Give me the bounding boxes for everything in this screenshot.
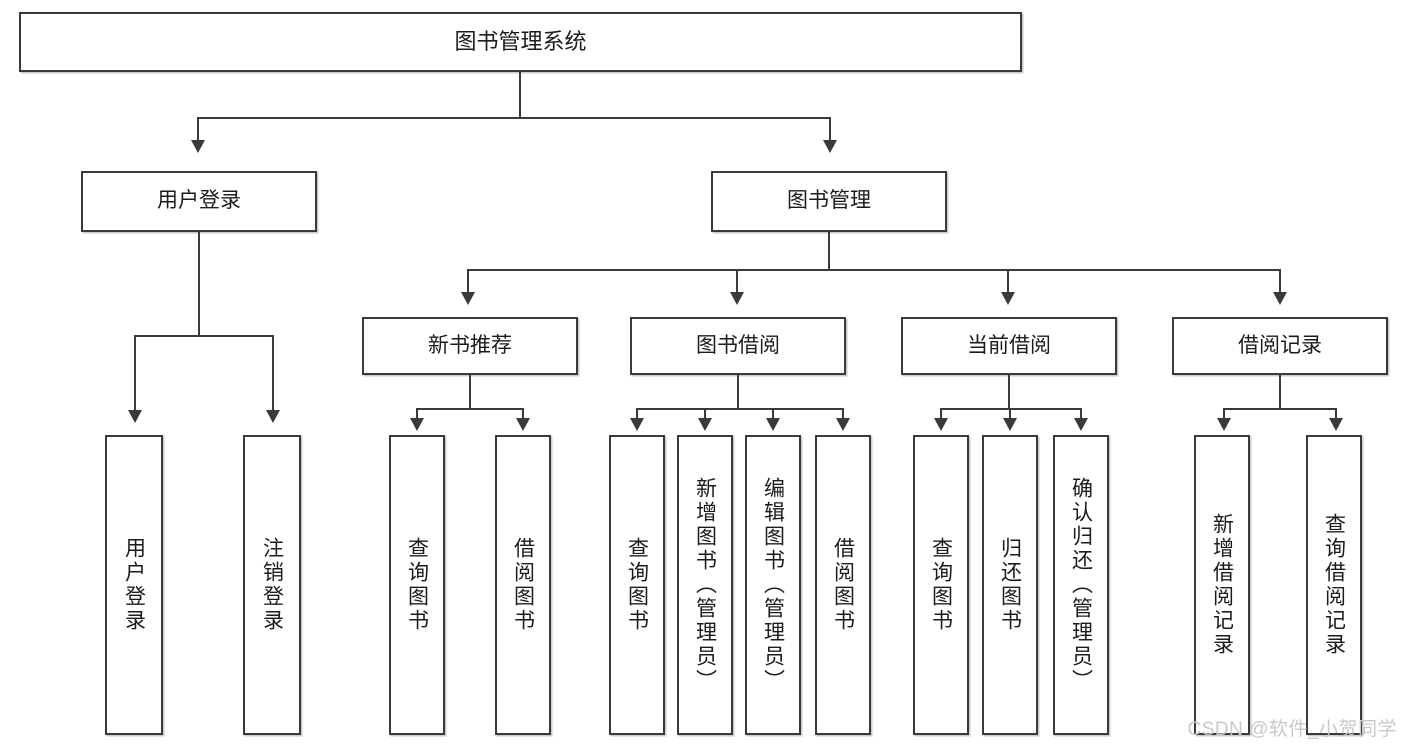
connector-current-borrow-drop-3 xyxy=(1080,408,1082,420)
node-book-borrow[interactable]: 图书借阅 xyxy=(630,317,846,375)
connector-borrow-record-drop-1 xyxy=(1223,408,1225,420)
csdn-watermark: CSDN @软件_小贺同学 xyxy=(1187,719,1397,740)
arrowhead-leaf-borrow-book-2 xyxy=(836,418,850,431)
connector-user-login-stem xyxy=(198,232,200,336)
connector-current-borrow-bus xyxy=(940,408,1082,410)
arrowhead-leaf-borrow-book-1 xyxy=(516,418,530,431)
arrowhead-user-login xyxy=(191,140,205,153)
arrowhead-leaf-query-book-2 xyxy=(630,418,644,431)
connector-new-book-rec-drop-2 xyxy=(522,408,524,420)
arrowhead-leaf-logout xyxy=(266,410,280,423)
node-book-borrow-label: 图书借阅 xyxy=(696,333,780,357)
connector-book-borrow-drop-2 xyxy=(704,408,706,420)
node-root[interactable]: 图书管理系统 xyxy=(19,12,1022,72)
leaf-confirm-return[interactable]: 确认归还（管理员） xyxy=(1053,435,1109,735)
arrowhead-leaf-add-book xyxy=(698,418,712,431)
connector-new-book-rec-bus xyxy=(416,408,524,410)
leaf-confirm-return-label: 确认归还（管理员） xyxy=(1069,477,1093,693)
connector-book-borrow-drop-3 xyxy=(772,408,774,420)
arrowhead-book-borrow xyxy=(730,292,744,305)
node-borrow-record-label: 借阅记录 xyxy=(1238,333,1322,357)
leaf-return-book-label: 归还图书 xyxy=(998,537,1022,633)
connector-book-manage-drop-4 xyxy=(1279,269,1281,295)
connector-current-borrow-stem xyxy=(1008,375,1010,409)
leaf-query-book-3-label: 查询图书 xyxy=(929,537,953,633)
leaf-logout-label: 注销登录 xyxy=(260,537,284,633)
node-user-login[interactable]: 用户登录 xyxy=(81,171,317,232)
leaf-borrow-book-1-label: 借阅图书 xyxy=(511,537,535,633)
connector-current-borrow-drop-2 xyxy=(1009,408,1011,420)
leaf-borrow-book-2-label: 借阅图书 xyxy=(831,537,855,633)
leaf-query-book-2-label: 查询图书 xyxy=(625,537,649,633)
connector-book-borrow-bus xyxy=(636,408,844,410)
node-book-manage-label: 图书管理 xyxy=(787,189,871,213)
arrowhead-leaf-query-book-3 xyxy=(934,418,948,431)
node-user-login-label: 用户登录 xyxy=(157,189,241,213)
leaf-query-record-label: 查询借阅记录 xyxy=(1322,513,1346,657)
arrowhead-leaf-return-book xyxy=(1003,418,1017,431)
connector-borrow-record-bus xyxy=(1223,408,1337,410)
arrowhead-new-book-rec xyxy=(461,292,475,305)
connector-book-manage-drop-3 xyxy=(1007,269,1009,295)
node-root-label: 图书管理系统 xyxy=(454,29,587,55)
arrowhead-book-manage xyxy=(823,140,837,153)
node-new-book-rec-label: 新书推荐 xyxy=(428,333,512,357)
leaf-user-login[interactable]: 用户登录 xyxy=(105,435,163,735)
leaf-query-book-2[interactable]: 查询图书 xyxy=(609,435,665,735)
node-current-borrow[interactable]: 当前借阅 xyxy=(901,317,1117,375)
leaf-borrow-book-2[interactable]: 借阅图书 xyxy=(815,435,871,735)
connector-book-manage-stem xyxy=(828,232,830,270)
connector-root-to-book-manage xyxy=(829,117,831,143)
leaf-add-record[interactable]: 新增借阅记录 xyxy=(1194,435,1250,735)
leaf-add-book-label: 新增图书（管理员） xyxy=(693,477,717,693)
node-new-book-rec[interactable]: 新书推荐 xyxy=(362,317,578,375)
connector-new-book-rec-stem xyxy=(469,375,471,409)
leaf-edit-book-label: 编辑图书（管理员） xyxy=(761,477,785,693)
arrowhead-leaf-query-book-1 xyxy=(410,418,424,431)
arrowhead-current-borrow xyxy=(1001,292,1015,305)
leaf-query-book-1[interactable]: 查询图书 xyxy=(389,435,445,735)
leaf-logout[interactable]: 注销登录 xyxy=(243,435,301,735)
arrowhead-leaf-edit-book xyxy=(766,418,780,431)
leaf-user-login-label: 用户登录 xyxy=(122,537,146,633)
connector-book-manage-bus xyxy=(467,269,1281,271)
connector-book-borrow-drop-1 xyxy=(636,408,638,420)
leaf-borrow-book-1[interactable]: 借阅图书 xyxy=(495,435,551,735)
leaf-query-record[interactable]: 查询借阅记录 xyxy=(1306,435,1362,735)
node-borrow-record[interactable]: 借阅记录 xyxy=(1172,317,1388,375)
connector-new-book-rec-drop-1 xyxy=(416,408,418,420)
connector-borrow-record-stem xyxy=(1279,375,1281,409)
connector-root-to-user-login xyxy=(197,117,199,143)
leaf-add-record-label: 新增借阅记录 xyxy=(1210,513,1234,657)
leaf-query-book-3[interactable]: 查询图书 xyxy=(913,435,969,735)
arrowhead-leaf-user-login xyxy=(128,410,142,423)
connector-book-manage-drop-2 xyxy=(736,269,738,295)
node-book-manage[interactable]: 图书管理 xyxy=(711,171,947,232)
connector-user-login-drop-2 xyxy=(272,335,274,413)
leaf-query-book-1-label: 查询图书 xyxy=(405,537,429,633)
connector-book-borrow-stem xyxy=(737,375,739,409)
connector-user-login-drop-1 xyxy=(134,335,136,413)
leaf-edit-book[interactable]: 编辑图书（管理员） xyxy=(745,435,801,735)
arrowhead-borrow-record xyxy=(1273,292,1287,305)
arrowhead-leaf-confirm-return xyxy=(1074,418,1088,431)
node-current-borrow-label: 当前借阅 xyxy=(967,333,1051,357)
connector-book-borrow-drop-4 xyxy=(842,408,844,420)
arrowhead-leaf-query-record xyxy=(1329,418,1343,431)
connector-book-manage-drop-1 xyxy=(467,269,469,295)
leaf-return-book[interactable]: 归还图书 xyxy=(982,435,1038,735)
arrowhead-leaf-add-record xyxy=(1217,418,1231,431)
connector-borrow-record-drop-2 xyxy=(1335,408,1337,420)
connector-current-borrow-drop-1 xyxy=(940,408,942,420)
connector-root-stem xyxy=(519,72,521,118)
connector-user-login-bus xyxy=(134,335,274,337)
connector-root-bus xyxy=(197,117,831,119)
leaf-add-book[interactable]: 新增图书（管理员） xyxy=(677,435,733,735)
